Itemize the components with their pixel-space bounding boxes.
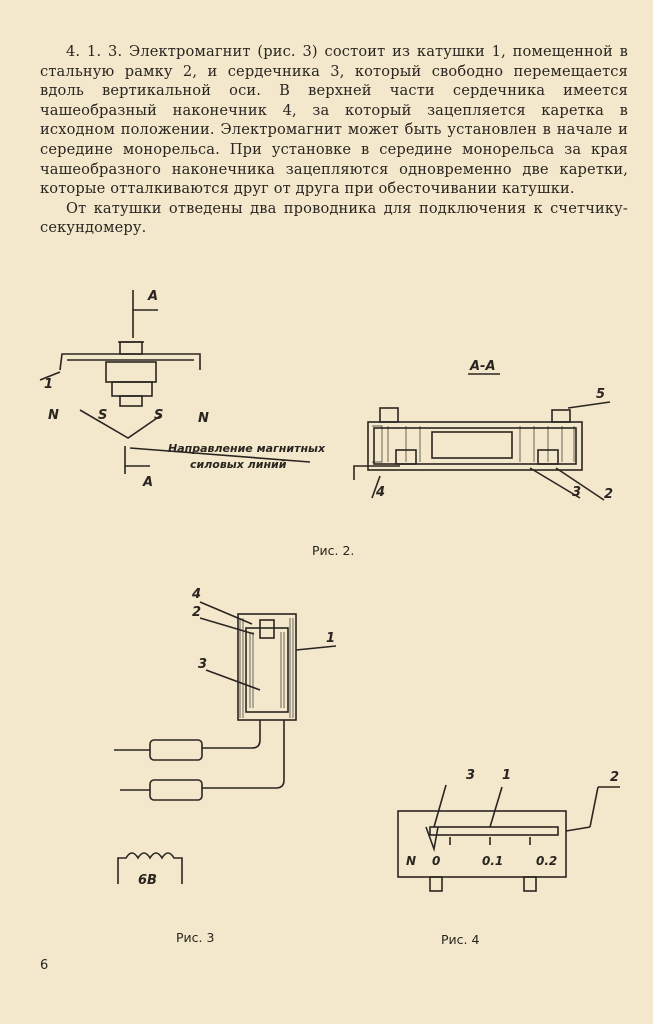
fig2-pole-n-left: N xyxy=(48,408,59,423)
figure-4-drawing: 3 1 2 N 0 0.1 0.2 xyxy=(397,768,620,892)
fig2-callout-3: 3 xyxy=(572,485,581,500)
fig2-callout-5: 5 xyxy=(596,387,605,402)
body-text: 4. 1. 3. Электромагнит (рис. 3) состоит … xyxy=(40,42,628,238)
fig4-callout-1: 1 xyxy=(502,768,511,783)
fig2-field-label-2: силовых линий xyxy=(190,458,287,471)
fig4-callout-2: 2 xyxy=(610,770,619,785)
fig3-voltage-label: 6В xyxy=(138,873,157,888)
fig3-caption: Рис. 3 xyxy=(176,930,215,945)
fig2-pole-s-right: S xyxy=(154,408,163,423)
fig2-callout-2: 2 xyxy=(604,487,613,502)
fig2-pole-n-right: N xyxy=(198,411,209,426)
figure-3: 4 2 3 1 6В xyxy=(100,578,360,908)
fig2-callout-1: 1 xyxy=(44,377,53,392)
fig2-caption: Рис. 2. xyxy=(312,543,355,558)
fig2-callout-4: 4 xyxy=(375,485,385,500)
fig3-callout-2: 2 xyxy=(192,605,201,620)
fig2-section-mark-bottom: А xyxy=(142,475,153,490)
fig2-pole-s-left: S xyxy=(98,408,107,423)
paragraph-wires: От катушки отведены два проводника для п… xyxy=(40,199,628,237)
fig4-caption: Рис. 4 xyxy=(441,932,480,947)
figure-4: 3 1 2 N 0 0.1 0.2 xyxy=(390,765,630,900)
figure-2-drawing: А А 1 N S S N Направление магнитных сило… xyxy=(39,289,613,502)
fig4-scale-n: N xyxy=(406,854,416,868)
fig3-callout-3: 3 xyxy=(198,657,207,672)
paragraph-electromagnet: 4. 1. 3. Электромагнит (рис. 3) состоит … xyxy=(40,43,628,198)
fig4-scale-0-1: 0.1 xyxy=(482,854,503,868)
fig3-callout-4: 4 xyxy=(191,587,201,602)
page-number: 6 xyxy=(40,958,49,973)
fig2-field-label-1: Направление магнитных xyxy=(168,442,326,455)
fig4-scale-0-2: 0.2 xyxy=(536,854,557,868)
fig3-callout-1: 1 xyxy=(326,631,335,646)
fig2-section-mark-top: А xyxy=(147,289,158,304)
figure-3-drawing: 4 2 3 1 6В xyxy=(114,587,337,888)
fig4-callout-3: 3 xyxy=(466,768,475,783)
figure-2: А А 1 N S S N Направление магнитных сило… xyxy=(0,280,653,570)
fig4-scale-0: 0 xyxy=(432,854,440,868)
fig2-section-title: А-А xyxy=(469,359,496,374)
